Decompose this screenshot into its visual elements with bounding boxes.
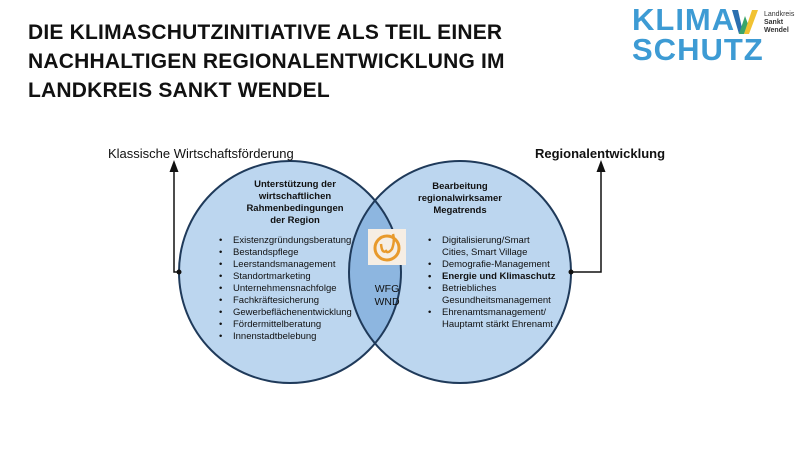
list-item: Ehrenamtsmanagement/Hauptamt stärkt Ehre… (428, 307, 556, 331)
w-logo-icon (732, 10, 758, 34)
list-item: Unternehmensnachfolge (219, 283, 352, 295)
list-item: Fachkräftesicherung (219, 295, 352, 307)
title-line: NACHHALTIGEN REGIONALENTWICKLUNG IM (28, 50, 505, 73)
heading-line: Bearbeitung (432, 181, 488, 192)
center-label: WFG WND (365, 283, 409, 309)
list-item: Leerstandsmanagement (219, 259, 352, 271)
title-line: DIE KLIMASCHUTZINITIATIVE ALS TEIL EINER (28, 21, 503, 44)
list-item-highlight: Energie und Klimaschutz (428, 271, 556, 283)
left-heading: Unterstützung der wirtschaftlichen Rahme… (240, 179, 350, 227)
wfg-logo (368, 229, 406, 265)
item-line: Energie und Klimaschutz (442, 271, 556, 282)
left-list: Existenzgründungsberatung Bestandspflege… (215, 235, 352, 343)
item-line: Demografie-Management (442, 259, 550, 270)
logo-sub: Sankt (764, 19, 784, 26)
list-item: Existenzgründungsberatung (219, 235, 352, 247)
list-item: Fördermittelberatung (219, 319, 352, 331)
title-line: LANDKREIS SANKT WENDEL (28, 79, 330, 102)
heading-line: regionalwirksamer (418, 193, 502, 204)
right-arrow (571, 160, 606, 273)
klimaschutz-logo: KLIMA SCHUTZ Landkreis Sankt Wendel (628, 2, 798, 67)
logo-sub: Landkreis (764, 11, 795, 18)
list-item: Gewerbeflächenentwicklung (219, 307, 352, 319)
list-item: Standortmarketing (219, 271, 352, 283)
heading-line: der Region (270, 215, 320, 226)
item-line: Gesundheitsmanagement (442, 295, 551, 306)
logo-district: Landkreis Sankt Wendel (764, 11, 794, 35)
page-title: DIE KLIMASCHUTZINITIATIVE ALS TEIL EINER… (28, 18, 505, 105)
wfg-logo-icon (373, 233, 401, 262)
left-arrow (169, 160, 179, 273)
heading-line: Rahmenbedingungen (246, 203, 344, 214)
left-label: Klassische Wirtschaftsförderung (108, 146, 294, 161)
heading-line: wirtschaftlichen (258, 191, 332, 202)
item-line: Ehrenamtsmanagement/ (442, 307, 547, 318)
heading-line: Megatrends (433, 205, 487, 216)
right-heading: Bearbeitung regionalwirksamer Megatrends (410, 181, 510, 217)
list-item: Demografie-Management (428, 259, 556, 271)
list-item: Bestandspflege (219, 247, 352, 259)
heading-line: Unterstützung der (254, 179, 336, 190)
logo-sub: Wendel (764, 27, 789, 34)
right-label: Regionalentwicklung (535, 146, 666, 161)
item-line: Digitalisierung/Smart (442, 235, 530, 246)
item-line: Betriebliches (442, 283, 497, 294)
logo-line2: SCHUTZ (632, 32, 764, 67)
item-line: Hauptamt stärkt Ehrenamt (442, 319, 553, 330)
center-line: WND (374, 296, 400, 308)
item-line: Cities, Smart Village (442, 247, 528, 258)
list-item: Innenstadtbelebung (219, 331, 352, 343)
center-line: WFG (374, 283, 400, 295)
logo-line1: KLIMA (632, 2, 736, 37)
